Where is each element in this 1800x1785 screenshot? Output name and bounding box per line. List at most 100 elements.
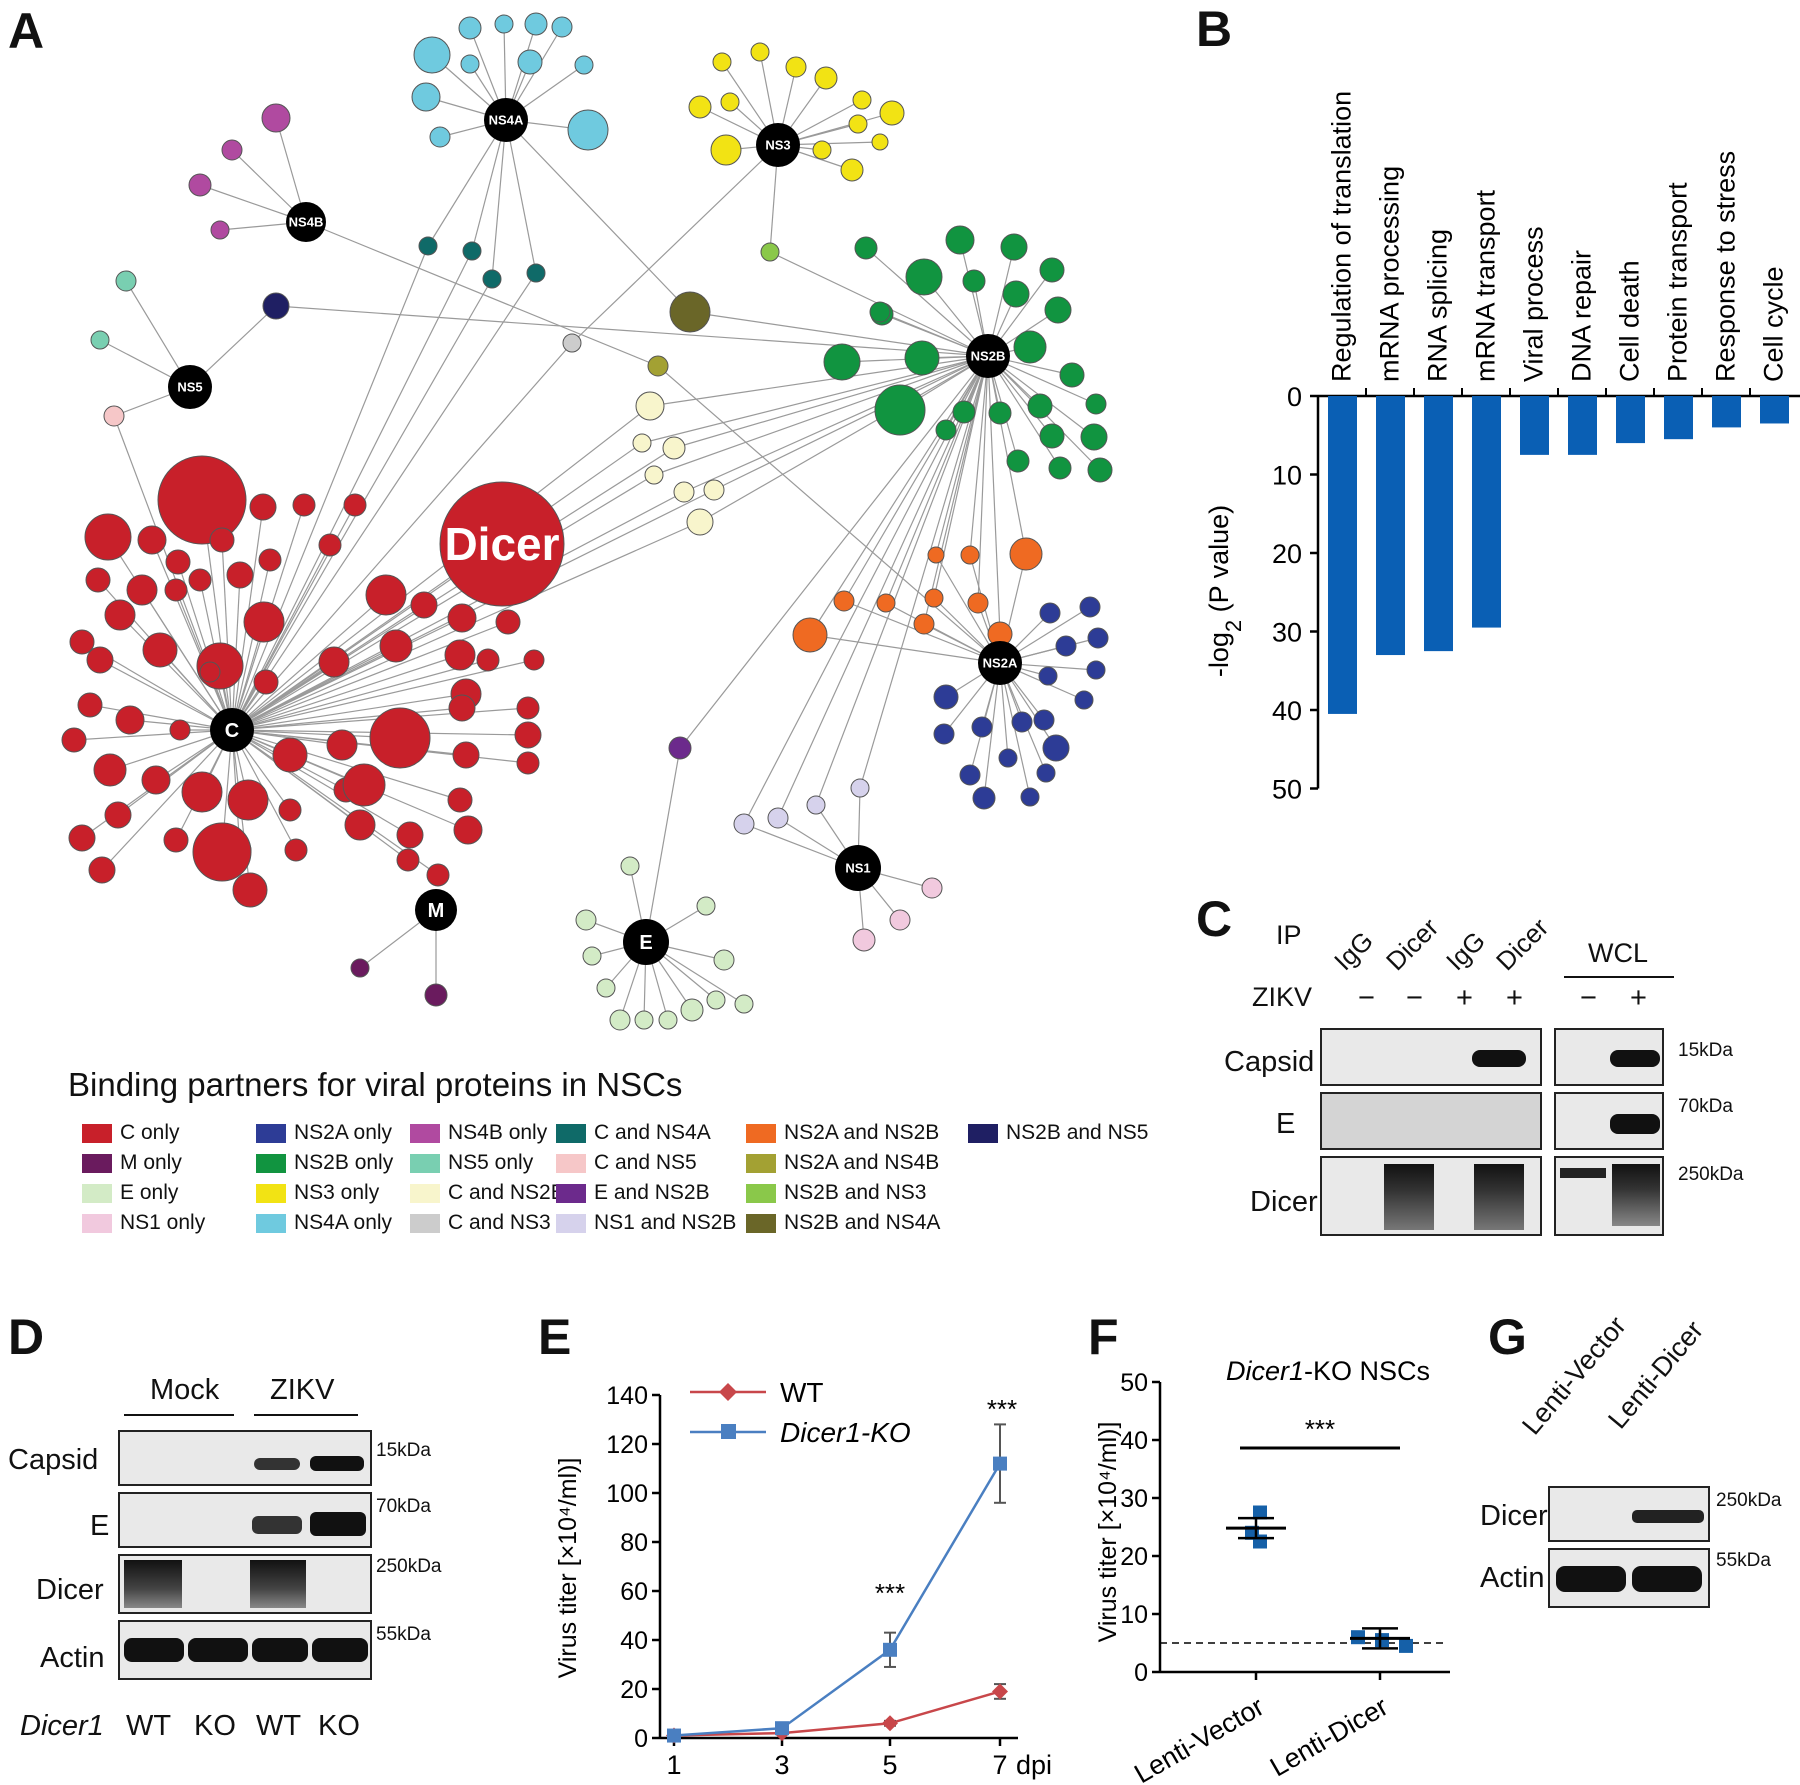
significance-day5: *** [875, 1578, 905, 1608]
network-node-178 [582, 946, 602, 966]
network-node-1 [84, 513, 132, 561]
network-node-152 [462, 241, 482, 261]
network-node-131 [710, 134, 742, 166]
panel-label-f: F [1088, 1309, 1119, 1365]
hub-label-ns2b: NS2B [971, 349, 1006, 364]
network-node-144 [261, 103, 291, 133]
network-node-113 [833, 590, 855, 612]
legend-swatch [410, 1183, 440, 1203]
network-node-157 [669, 291, 711, 333]
legend-label: NS3 only [294, 1181, 380, 1204]
x-tick-label: 5 [882, 1750, 897, 1780]
network-node-110 [927, 546, 945, 564]
network-node-42 [169, 719, 191, 741]
legend-label: NS2A and NS2B [784, 1121, 940, 1144]
hub-label-ns5: NS5 [177, 380, 202, 395]
row-capsid: Capsid [1224, 1046, 1315, 1078]
network-edge [231, 272, 537, 731]
g-blot-dicer [1548, 1486, 1710, 1542]
network-node-86 [1080, 423, 1108, 451]
legend-item: NS2B and NS5 [968, 1121, 1148, 1145]
network-node-171 [850, 778, 870, 798]
network-node-155 [262, 292, 290, 320]
network-node-24 [142, 632, 178, 668]
network-node-111 [960, 545, 980, 565]
network-node-51 [344, 809, 376, 841]
y-tick-label: 40 [1120, 1427, 1148, 1455]
legend-swatch [556, 1153, 586, 1173]
legend-marker-1 [721, 1424, 736, 1439]
legend-swatch [746, 1123, 776, 1143]
network-edge [231, 729, 409, 861]
network-node-38 [452, 741, 480, 769]
network-node-48 [181, 771, 223, 813]
legend-label: E and NS2B [594, 1181, 710, 1204]
network-node-76 [1013, 330, 1047, 364]
y-tick-label: 20 [1272, 539, 1302, 569]
network-node-170 [806, 795, 826, 815]
category-label-9: Cell cycle [1759, 266, 1789, 382]
hub-ns2b [966, 334, 1010, 378]
network-edge [859, 355, 989, 789]
network-node-102 [1011, 711, 1033, 733]
network-node-71 [905, 258, 943, 296]
network-node-33 [516, 696, 540, 720]
legend-item: NS5 only [410, 1151, 533, 1175]
blot-ip-capsid [1320, 1028, 1542, 1086]
y-tick-label: 140 [606, 1382, 648, 1410]
network-edge [885, 355, 989, 604]
y-tick-label: 40 [1272, 696, 1302, 726]
network-node-35 [369, 707, 431, 769]
network-node-97 [1086, 660, 1106, 680]
network-edge [987, 355, 1027, 555]
ip-col-3: IgG [1440, 925, 1491, 977]
legend-label: NS4B only [448, 1121, 548, 1144]
hub-label-e: E [639, 932, 652, 954]
panel-label-a: A [8, 3, 45, 59]
network-node-79 [874, 384, 926, 436]
hub-ns3 [756, 123, 800, 167]
legend-item: NS1 only [82, 1211, 205, 1235]
network-edge [231, 442, 643, 731]
network-node-41 [115, 705, 145, 735]
kda-250: 250kDa [1678, 1164, 1744, 1185]
network-node-10 [258, 548, 282, 572]
legend-item: C and NS5 [556, 1151, 697, 1175]
network-edge [231, 245, 429, 731]
network-edge [231, 654, 461, 731]
network-node-68 [945, 225, 975, 255]
network-node-54 [453, 815, 483, 845]
category-label-6: Cell death [1615, 260, 1645, 382]
network-node-137 [413, 36, 451, 74]
bar-3 [1472, 396, 1501, 628]
ip-col-2: Dicer [1380, 912, 1445, 977]
legend-label: NS2B only [294, 1151, 394, 1174]
network-node-84 [935, 419, 957, 441]
network-edge [865, 247, 989, 357]
legend-label: NS2A only [294, 1121, 393, 1144]
network-node-167 [668, 736, 692, 760]
legend-item: NS4A only [256, 1211, 392, 1235]
network-node-62 [192, 822, 252, 882]
data-point [1399, 1638, 1413, 1653]
legend-item: C and NS3 [410, 1211, 551, 1235]
legend-swatch [746, 1213, 776, 1233]
network-node-120 [712, 52, 732, 72]
network-node-128 [848, 114, 868, 134]
network-node-25 [199, 661, 221, 683]
category-label-5: DNA repair [1567, 250, 1597, 382]
legend-item: NS2B only [256, 1151, 393, 1175]
legend-item: M only [82, 1151, 182, 1175]
legend-label: C and NS5 [594, 1151, 697, 1174]
network-node-174 [852, 928, 876, 952]
network-node-188 [424, 983, 448, 1007]
network-edge [983, 662, 1001, 799]
network-edge [231, 250, 473, 731]
network-node-181 [609, 1009, 631, 1031]
network-node-134 [494, 14, 514, 34]
y-tick-label: 50 [1272, 775, 1302, 801]
d-kda-250: 250kDa [376, 1556, 442, 1577]
